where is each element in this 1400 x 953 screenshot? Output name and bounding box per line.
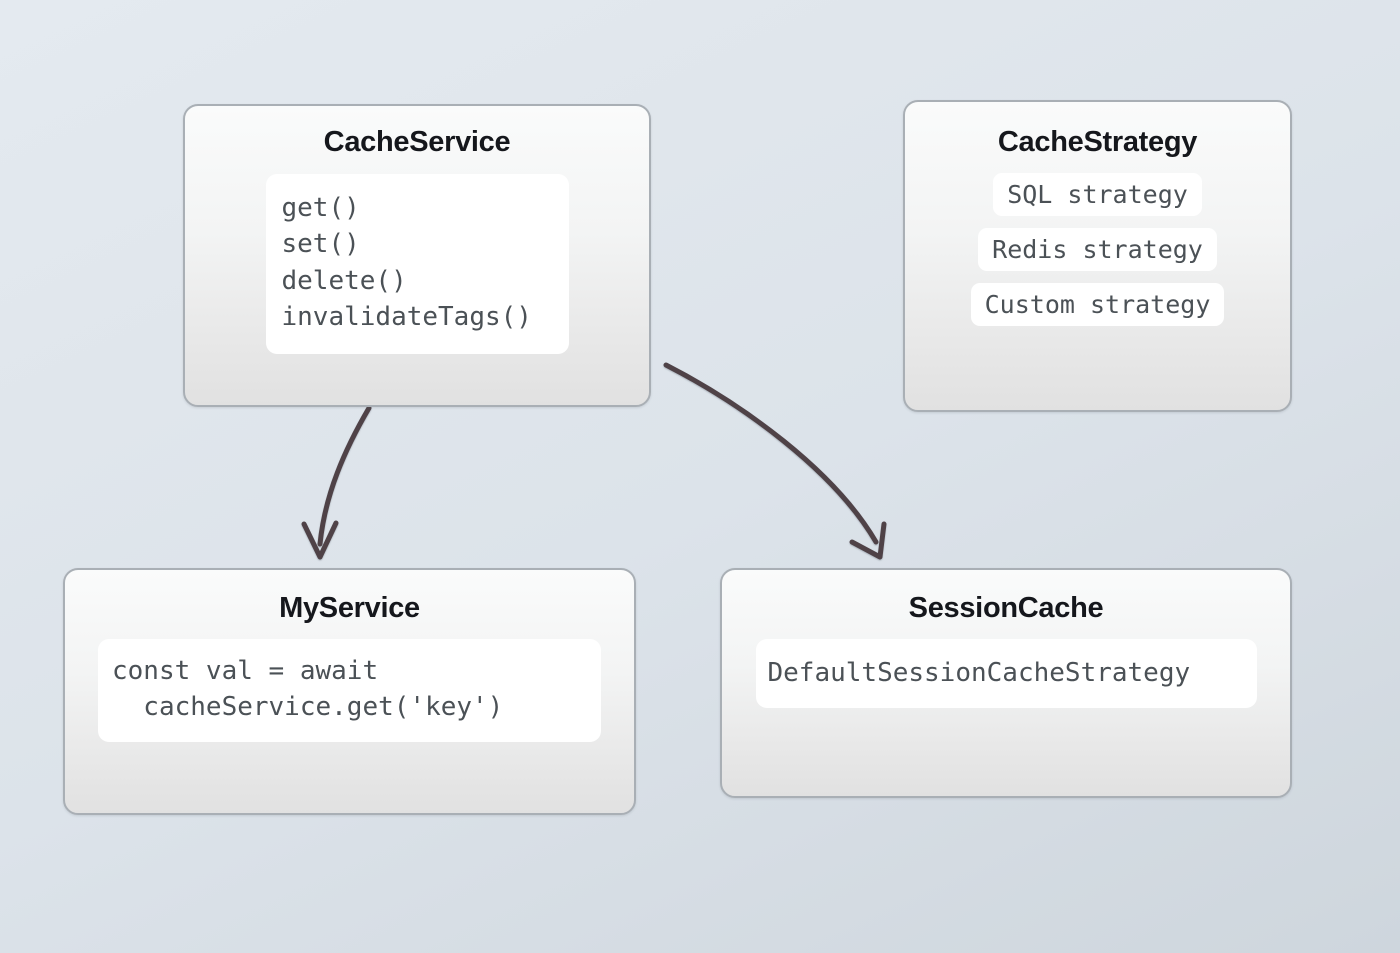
node-title-cache-service: CacheService xyxy=(323,126,511,158)
connector-cacheservice-sessioncache xyxy=(663,362,887,560)
session-cache-strategy-panel: DefaultSessionCacheStrategy xyxy=(755,639,1257,709)
cache-strategy-list: SQL strategy Redis strategy Custom strat… xyxy=(970,173,1225,338)
method-set: set() xyxy=(281,229,360,260)
node-cache-service[interactable]: CacheService get() set() delete() invali… xyxy=(183,104,651,407)
session-cache-strategy-label: DefaultSessionCacheStrategy xyxy=(767,658,1191,688)
method-invalidate-tags: invalidateTags() xyxy=(281,302,532,333)
node-session-cache[interactable]: SessionCache DefaultSessionCacheStrategy xyxy=(720,568,1292,798)
cache-service-method-list: get() set() delete() invalidateTags() xyxy=(265,174,569,354)
method-delete: delete() xyxy=(281,265,407,296)
node-cache-strategy[interactable]: CacheStrategy SQL strategy Redis strateg… xyxy=(903,100,1292,412)
code-line-2: cacheService.get('key') xyxy=(112,692,504,723)
node-my-service[interactable]: MyService const val = await cacheService… xyxy=(63,568,636,815)
node-title-cache-strategy: CacheStrategy xyxy=(997,126,1198,158)
strategy-chip-sql[interactable]: SQL strategy xyxy=(993,173,1202,216)
node-title-my-service: MyService xyxy=(279,592,420,624)
method-get: get() xyxy=(281,193,360,223)
strategy-chip-redis[interactable]: Redis strategy xyxy=(978,228,1217,271)
node-title-session-cache: SessionCache xyxy=(908,592,1104,624)
connector-cacheservice-myservice xyxy=(301,405,372,560)
strategy-chip-custom[interactable]: Custom strategy xyxy=(970,283,1225,326)
my-service-code-snippet: const val = await cacheService.get('key'… xyxy=(98,639,601,742)
code-line-1: const val = await xyxy=(112,656,379,686)
